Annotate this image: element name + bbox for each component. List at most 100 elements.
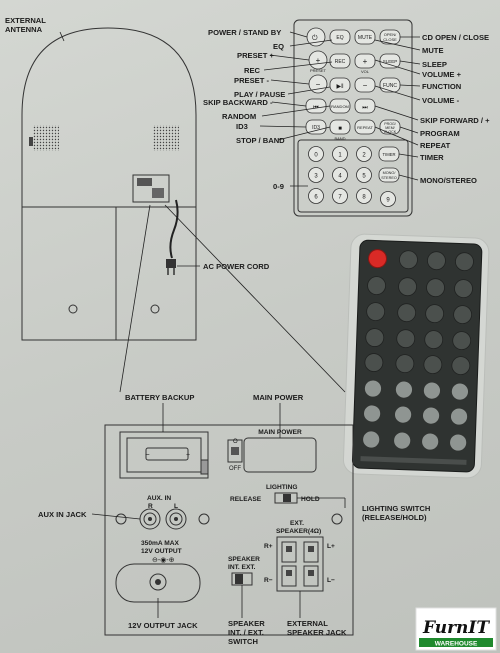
photo-remote-key [426, 278, 445, 298]
r-minus-text: R− [264, 577, 273, 584]
logo-brand: FurnIT [422, 618, 490, 638]
svg-text:⏭: ⏭ [362, 105, 368, 111]
label-play-pause: PLAY / PAUSE [234, 90, 285, 99]
speaker-switch-label-2: INT. / EXT. [228, 628, 264, 637]
label-cd-open-close: CD OPEN / CLOSE [422, 33, 489, 42]
remote-photo [342, 233, 490, 479]
back-panel: − + O OFF MAIN POWER LIGHTING RELEASE HO… [104, 424, 354, 636]
photo-remote-key [424, 330, 444, 350]
photo-remote-key [453, 305, 473, 325]
label-power-standby: POWER / STAND BY [208, 28, 281, 37]
svg-text:5: 5 [362, 174, 366, 180]
red-power-key [368, 249, 388, 269]
svg-text:CLOSE: CLOSE [383, 37, 397, 42]
svg-text:0: 0 [314, 153, 318, 159]
svg-text:TIMER: TIMER [382, 152, 395, 157]
photo-remote-key [425, 304, 445, 324]
label-digits: 0-9 [273, 182, 284, 191]
svg-text:−: − [363, 81, 368, 90]
label-rec: REC [244, 66, 261, 75]
photo-remote-key [422, 406, 440, 425]
aux-r-text: R [148, 503, 153, 510]
photo-remote-key [451, 356, 471, 376]
speaker-text: SPEAKER [228, 556, 260, 563]
photo-remote-key [395, 354, 415, 374]
svg-text:REPEAT: REPEAT [357, 125, 373, 130]
external-antenna-label-1: EXTERNAL [5, 16, 46, 25]
svg-text:STEREO: STEREO [381, 176, 397, 180]
svg-text:4: 4 [338, 174, 342, 180]
photo-remote-key [362, 430, 381, 449]
photo-remote-key [393, 431, 412, 450]
label-mono-stereo: MONO/STEREO [420, 176, 477, 185]
speaker-switch-label-1: SPEAKER [228, 619, 265, 628]
photo-remote-key [423, 381, 441, 400]
remote-drawing: ⏻ EQ MUTE OPEN/ CLOSE + PRESET − REC + V… [293, 19, 413, 217]
l-minus-text: L− [327, 577, 335, 584]
svg-text:OFF: OFF [229, 466, 241, 472]
svg-text:OPEN/: OPEN/ [384, 32, 397, 37]
svg-text:+: + [186, 452, 190, 459]
logo-sub: WAREHOUSE [435, 641, 478, 648]
photo-remote-key [450, 407, 468, 426]
main-power-label: MAIN POWER [253, 393, 304, 402]
svg-text:MUTE: MUTE [358, 35, 373, 41]
furnit-warehouse-logo: FurnIT WAREHOUSE [415, 607, 497, 651]
label-eq: EQ [273, 42, 284, 51]
svg-text:−: − [316, 80, 321, 89]
svg-text:▶‖: ▶‖ [336, 84, 343, 90]
int-ext-text: INT. EXT. [228, 564, 256, 571]
svg-text:CLOCK: CLOCK [384, 130, 397, 134]
label-volume-plus: VOLUME + [422, 70, 462, 79]
external-speaker-jack-label-1: EXTERNAL [287, 619, 328, 628]
photo-remote-key [454, 279, 473, 299]
svg-text:1: 1 [338, 153, 342, 159]
label-function: FUNCTION [422, 82, 461, 91]
hold-text: HOLD [301, 496, 320, 503]
ac-power-cord-label: AC POWER CORD [203, 262, 270, 271]
battery-backup-label: BATTERY BACKUP [125, 393, 194, 402]
ext-text: EXT. [290, 520, 304, 527]
svg-text:■: ■ [338, 126, 342, 132]
lighting-text: LIGHTING [266, 484, 298, 491]
lighting-switch-label-2: (RELEASE/HOLD) [362, 513, 427, 522]
aux-in-text: AUX. IN [147, 495, 171, 502]
rec-key [329, 53, 351, 69]
vol-plus-key [354, 53, 376, 69]
photo-remote-key [364, 353, 384, 372]
label-skip-forward: SKIP FORWARD / + [420, 116, 490, 125]
svg-text:PROG/: PROG/ [384, 122, 396, 126]
label-id3: ID3 [236, 122, 248, 131]
digit-keys: 0 1 2 3 4 5 6 7 8 9 [308, 146, 396, 207]
play-pause-key [329, 77, 351, 93]
external-antenna-label-2: ANTENNA [5, 25, 43, 34]
back-panel-leader-lines [91, 403, 346, 618]
external-speaker-jack-label-2: SPEAKER JACK [287, 628, 347, 637]
svg-text:2: 2 [362, 153, 366, 159]
main-unit-drawing [21, 27, 346, 393]
svg-text:+: + [316, 56, 321, 65]
left-speaker-grille [33, 125, 59, 151]
svg-text:−: − [145, 450, 150, 459]
svg-text:3: 3 [314, 174, 318, 180]
svg-text:FUNC: FUNC [383, 83, 397, 89]
svg-text:ID3: ID3 [312, 125, 320, 131]
photo-remote-key [451, 382, 469, 401]
svg-text:O: O [233, 439, 238, 445]
svg-text:PRESET: PRESET [310, 68, 327, 73]
svg-text:VOL: VOL [361, 69, 370, 74]
r-plus-text: R+ [264, 543, 273, 550]
aux-l-text: L [174, 503, 178, 510]
photo-remote-key [363, 404, 382, 423]
svg-text:EQ: EQ [336, 35, 343, 41]
vol-minus-key [354, 77, 376, 93]
photo-remote-key [398, 277, 417, 297]
label-random: RANDOM [222, 112, 256, 121]
svg-text:REC: REC [335, 59, 346, 65]
photo-remote-key [395, 380, 413, 399]
label-stop-band: STOP / BAND [236, 136, 285, 145]
photo-remote-key [365, 328, 385, 347]
svg-text:MONO/: MONO/ [383, 171, 397, 175]
remote-leader-lines [259, 31, 421, 187]
aux-in-jack-label: AUX IN JACK [38, 510, 87, 519]
